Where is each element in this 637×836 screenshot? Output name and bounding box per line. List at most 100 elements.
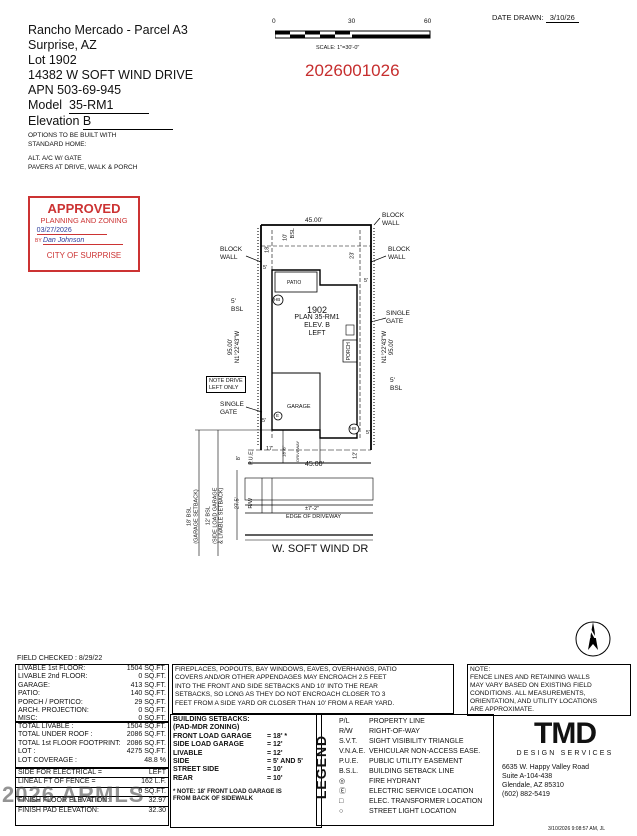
legend-abbr: P/L	[339, 718, 350, 725]
total-value: 1504 SQ.FT.	[126, 723, 166, 730]
label-line: & LIVABLE SETBACK)	[218, 487, 225, 544]
area-label: MISC:	[18, 715, 38, 723]
setback-value: = 12'	[267, 741, 283, 749]
electrical-box: SIDE FOR ELECTRICAL =LEFT LINEAL FT OF F…	[15, 768, 169, 826]
company-logo: TMD	[534, 717, 597, 750]
label-line: WALL	[220, 254, 238, 261]
total-row: TOTAL 1st FLOOR FOOTPRINT: 2086 SQ.FT.	[16, 740, 168, 748]
setbacks-note: * NOTE: 18' FRONT LOAD GARAGE IS FROM BA…	[173, 789, 319, 803]
setback-label: FRONT LOAD GARAGE	[173, 732, 252, 740]
elec-value: 32.30	[148, 806, 166, 814]
setback-value: = 12'	[267, 749, 283, 757]
label-line: BSL	[231, 306, 244, 313]
setback-label: STREET SIDE	[173, 766, 219, 774]
total-label: TOTAL 1st FLOOR FOOTPRINT:	[18, 739, 121, 747]
scale-label: SCALE: 1"=30'-0"	[316, 45, 360, 51]
note-line: FROM BACK OF SIDEWALK	[173, 796, 253, 803]
legend-desc: SIGHT VISIBILITY TRIANGLE	[369, 738, 464, 745]
block-wall-left-label: BLOCK WALL	[220, 246, 242, 262]
garage-label: GARAGE	[287, 404, 311, 410]
note-line: FENCE LINES AND RETAINING WALLS	[470, 674, 590, 681]
note-line: CONDITIONS. ALL MEASUREMENTS,	[470, 690, 586, 697]
patio-label: PATIO	[287, 280, 302, 286]
left-depth: 95.00' N1°22'43"W	[228, 331, 242, 363]
note-line: INTO THE FRONT AND SIDE SETBACKS AND 10'…	[175, 682, 378, 690]
note-line: FEET FROM A SIDE YARD OR CLOSER THAN 10'…	[175, 699, 395, 707]
label-line: BLOCK	[220, 246, 243, 253]
elec-label: FINISH PAD ELEVATION:	[18, 806, 99, 814]
legend-title: LEGEND	[313, 734, 330, 800]
elec-value: 0 SQ.FT.	[138, 787, 166, 795]
rear-18: 18'	[264, 245, 271, 253]
apn: APN 503-69-945	[28, 83, 122, 97]
label-line: GATE	[220, 409, 238, 416]
legend-desc: PUBLIC UTILITY EASEMENT	[369, 758, 463, 765]
house-lot-number: 1902	[306, 305, 328, 315]
lot-boundary	[261, 224, 372, 450]
label-line: BLOCK	[388, 246, 411, 253]
label-line: SINGLE	[220, 401, 244, 408]
dim-17: 17'	[266, 446, 274, 452]
label-line: N1°22'43"W	[382, 330, 389, 364]
label-line: LEFT ONLY	[209, 384, 239, 391]
area-row: PATIO:140 SQ.FT.	[16, 690, 168, 698]
fence-note: NOTE: FENCE LINES AND RETAINING WALLS MA…	[467, 664, 631, 716]
elec-row: FINISH PAD ELEVATION: 32.30	[16, 806, 168, 815]
totals-box: TOTAL LIVABLE :1504 SQ.FT. TOTAL UNDER R…	[15, 722, 169, 768]
permit-number: 2026001026	[305, 61, 400, 80]
setback-label: SIDE LOAD GARAGE	[173, 741, 244, 749]
total-value: 2086 SQ.FT.	[126, 731, 166, 739]
label-line: 5'	[231, 298, 236, 305]
scale-tick-60: 60	[424, 18, 432, 25]
legend-desc: ELECTRIC SERVICE LOCATION	[369, 788, 474, 795]
electric-label: E	[276, 413, 280, 418]
dim-5-front: 5'	[262, 418, 267, 424]
fire-hydrant-icon: ◎	[339, 778, 346, 785]
setbacks-subtitle: (PAD-MDR ZONING)	[173, 724, 240, 732]
elevation-label: Elevation	[28, 114, 80, 128]
address: 14382 W SOFT WIND DRIVE	[28, 68, 194, 82]
total-value: 4275 SQ.FT.	[126, 748, 166, 756]
area-label: GARAGE:	[18, 681, 50, 689]
hose-bib-label: HB	[274, 297, 281, 302]
rear-bsl: BSL	[289, 228, 296, 239]
legend-desc: ELEC. TRANSFORMER LOCATION	[369, 798, 483, 805]
pue-label: P.U.E.	[248, 449, 255, 465]
label-line: N1°22'43"W	[235, 330, 242, 364]
setback-value: = 10'	[267, 766, 283, 774]
legend-desc: FIRE HYDRANT	[369, 778, 421, 785]
block-wall-mid-label: BLOCK WALL	[388, 246, 410, 262]
house-hand: LEFT	[308, 330, 326, 337]
total-value: 2086 SQ.FT.	[126, 739, 166, 747]
north-arrow-icon	[575, 621, 611, 657]
subdivision: Rancho Mercado - Parcel A3	[28, 23, 188, 37]
note-line: FIREPLACES, POPOUTS, BAY WINDOWS, EAVES,…	[175, 666, 397, 673]
elec-row: FINISH FLOOR ELEVATION:32.97	[16, 797, 168, 807]
model-value: 35-RM1	[69, 98, 149, 114]
total-value: 48.8 %	[144, 756, 166, 764]
house-label: 1902 PLAN 35-RM1 ELEV. B LEFT	[292, 306, 342, 338]
note-line: ORIENTATION, AND UTILITY LOCATIONS	[470, 698, 598, 705]
single-gate-right: SINGLE GATE	[386, 310, 410, 326]
driveway-width: 18'-6"	[281, 445, 287, 457]
elec-row: LINEAL FT OF FENCE =162 L.F.	[16, 778, 168, 788]
porch-outline	[342, 339, 358, 363]
field-checked: FIELD CHECKED : 8/29/22	[17, 655, 102, 663]
house-plan: PLAN 35-RM1	[294, 314, 340, 321]
area-value: 1504 SQ.FT.	[126, 665, 166, 672]
area-label: LIVABLE 1st FLOOR:	[18, 665, 86, 672]
area-row: PORCH / PORTICO:29 SQ.FT.	[16, 699, 168, 707]
scale-bar	[275, 30, 431, 39]
elec-value: LEFT	[148, 769, 166, 776]
legend-item: ◎ FIRE HYDRANT	[339, 777, 482, 787]
electric-service-icon: Ⓔ	[339, 788, 346, 795]
legend-item: ○STREET LIGHT LOCATION	[339, 807, 482, 817]
legend-item: V.N.A.E.VEHICULAR NON-ACCESS EASE.	[339, 747, 482, 757]
rear-10: 10'	[282, 233, 289, 241]
transformer-icon: □	[339, 798, 344, 805]
date-drawn: DATE DRAWN: 3/10/26	[492, 14, 579, 23]
area-value: 140 SQ.FT.	[130, 690, 166, 698]
dim-27-5: 27.5'	[234, 497, 241, 510]
